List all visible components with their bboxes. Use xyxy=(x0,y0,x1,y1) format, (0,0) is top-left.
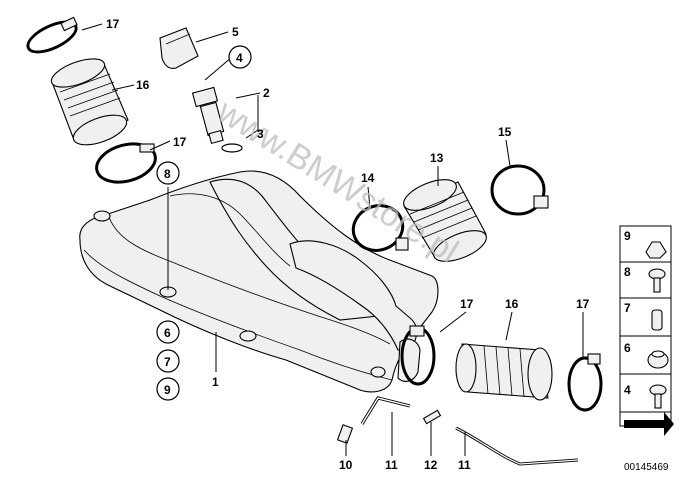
callout-11: 11 xyxy=(385,458,398,472)
callout-16: 16 xyxy=(136,78,150,92)
legend-label-6: 6 xyxy=(624,341,631,355)
hose-clamp-14 xyxy=(351,204,409,252)
callout-14: 14 xyxy=(361,171,375,185)
callout-4: 4 xyxy=(236,51,243,65)
screw-icon xyxy=(648,268,666,293)
air-mass-sensor xyxy=(191,86,243,153)
bellows-right xyxy=(455,343,553,401)
callout-15: 15 xyxy=(498,125,512,139)
callout-2: 2 xyxy=(263,86,270,100)
callout-17: 17 xyxy=(460,297,474,311)
hose-clamp-top xyxy=(26,16,78,54)
intake-housing xyxy=(79,170,439,393)
grommet-icon xyxy=(647,350,669,369)
legend-panel: 9 8 7 6 4 xyxy=(619,225,674,436)
callout-17: 17 xyxy=(106,17,120,31)
bolt-icon xyxy=(649,384,667,409)
pin-icon xyxy=(651,309,663,331)
clip-nut-icon xyxy=(645,241,667,259)
callout-16: 16 xyxy=(505,297,519,311)
callout-1: 1 xyxy=(212,375,219,389)
vent-hose-11b xyxy=(455,426,579,466)
callout-17: 17 xyxy=(173,135,187,149)
bellows-top xyxy=(50,58,129,146)
sensor-cap xyxy=(159,27,199,69)
callout-6: 6 xyxy=(164,326,171,340)
hose-clamp-15 xyxy=(490,164,549,216)
callout-3: 3 xyxy=(257,127,264,141)
callout-12: 12 xyxy=(424,458,438,472)
callout-10: 10 xyxy=(339,458,353,472)
bellows-13 xyxy=(403,179,487,262)
vent-hose-11a xyxy=(360,396,411,425)
connector-12 xyxy=(422,409,442,425)
legend-label-8: 8 xyxy=(624,265,631,279)
callout-13: 13 xyxy=(430,151,444,165)
hose-clamp-right xyxy=(567,353,603,412)
legend-label-4: 4 xyxy=(624,383,631,397)
callout-7: 7 xyxy=(164,355,171,369)
hose-clamp-mid-left xyxy=(95,142,157,184)
callout-8: 8 xyxy=(164,167,171,181)
leader-lines xyxy=(81,23,584,456)
legend-label-9: 9 xyxy=(624,229,631,243)
callout-17: 17 xyxy=(576,297,590,311)
callout-5: 5 xyxy=(232,25,239,39)
arrow-icon xyxy=(624,412,674,436)
hose-piece-10 xyxy=(336,424,354,444)
callouts: 17 5 4 2 16 3 17 8 6 7 9 1 14 13 15 17 1… xyxy=(106,17,590,472)
legend-label-7: 7 xyxy=(624,301,631,315)
callout-11: 11 xyxy=(458,458,471,472)
drawing-reference: 00145469 xyxy=(624,462,669,473)
callout-9: 9 xyxy=(164,383,171,397)
hose-clamp-mid xyxy=(400,325,436,386)
